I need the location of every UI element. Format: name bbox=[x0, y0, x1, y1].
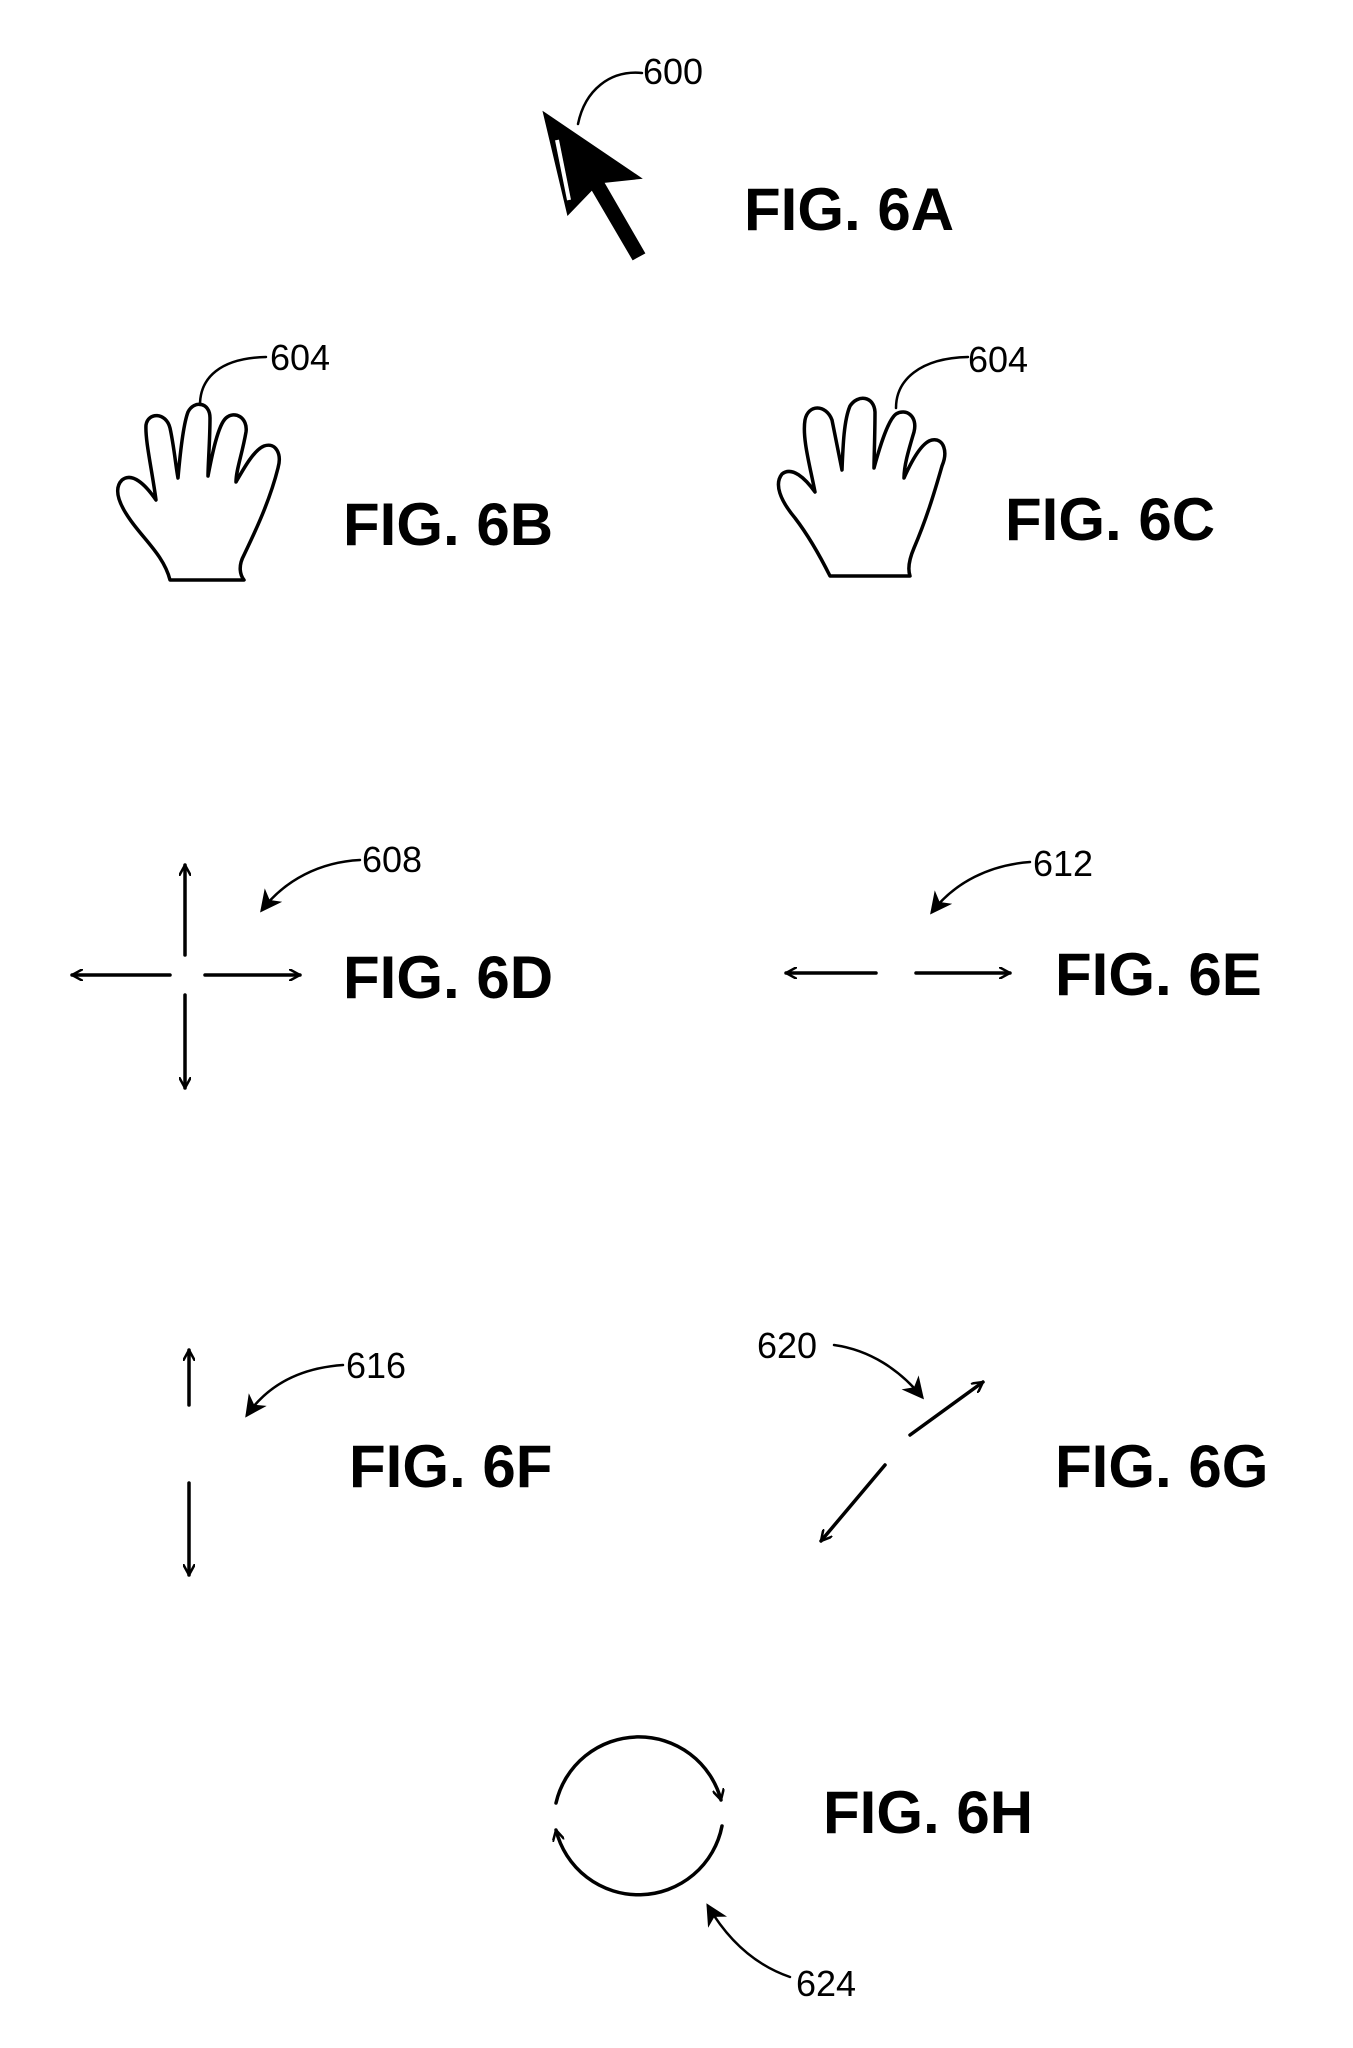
ref-604-b: 604 bbox=[270, 337, 330, 378]
ref-612-leader bbox=[930, 860, 1032, 915]
ref-600: 600 bbox=[643, 51, 703, 92]
ref-608: 608 bbox=[362, 839, 422, 880]
fig-6b: 604 FIG. 6B bbox=[116, 337, 553, 582]
ref-616: 616 bbox=[346, 1345, 406, 1386]
fig-6e: 612 FIG. 6E bbox=[784, 843, 1262, 1008]
fig-6c: 604 FIG. 6C bbox=[776, 339, 1215, 578]
four-way-move-icon bbox=[70, 863, 302, 1090]
fig-6h: 624 FIG. 6H bbox=[556, 1735, 1033, 2004]
ref-620-leader bbox=[832, 1343, 924, 1400]
fig-6c-label: FIG. 6C bbox=[1005, 486, 1215, 553]
rotate-icon bbox=[556, 1735, 722, 1897]
fig-6f-label: FIG. 6F bbox=[349, 1433, 552, 1500]
diagonal-resize-icon bbox=[819, 1380, 983, 1541]
fig-6d: 608 FIG. 6D bbox=[70, 839, 553, 1090]
fig-6g: 620 FIG. 6G bbox=[757, 1325, 1268, 1541]
ref-624-leader bbox=[706, 1903, 792, 1979]
fig-6d-label: FIG. 6D bbox=[343, 944, 553, 1011]
ref-604-leader-c bbox=[894, 355, 970, 410]
fig-6a-label: FIG. 6A bbox=[744, 176, 954, 243]
fig-6g-label: FIG. 6G bbox=[1055, 1433, 1268, 1500]
ref-612: 612 bbox=[1033, 843, 1093, 884]
open-hand-icon bbox=[116, 402, 281, 582]
fig-6e-label: FIG. 6E bbox=[1055, 941, 1262, 1008]
ref-604-leader-b bbox=[198, 355, 268, 407]
ref-616-leader bbox=[245, 1363, 345, 1418]
pointer-arrow-icon bbox=[542, 110, 646, 261]
fig-6b-label: FIG. 6B bbox=[343, 491, 553, 558]
ref-620: 620 bbox=[757, 1325, 817, 1366]
ref-600-leader bbox=[576, 71, 644, 126]
fig-6a: 600 FIG. 6A bbox=[542, 51, 954, 261]
fig-6f: 616 FIG. 6F bbox=[189, 1345, 552, 1577]
ref-608-leader bbox=[260, 858, 362, 913]
ref-624: 624 bbox=[796, 1963, 856, 2004]
fig-6h-label: FIG. 6H bbox=[823, 1779, 1033, 1846]
ref-604-c: 604 bbox=[968, 339, 1028, 380]
grab-hand-icon bbox=[776, 396, 947, 578]
